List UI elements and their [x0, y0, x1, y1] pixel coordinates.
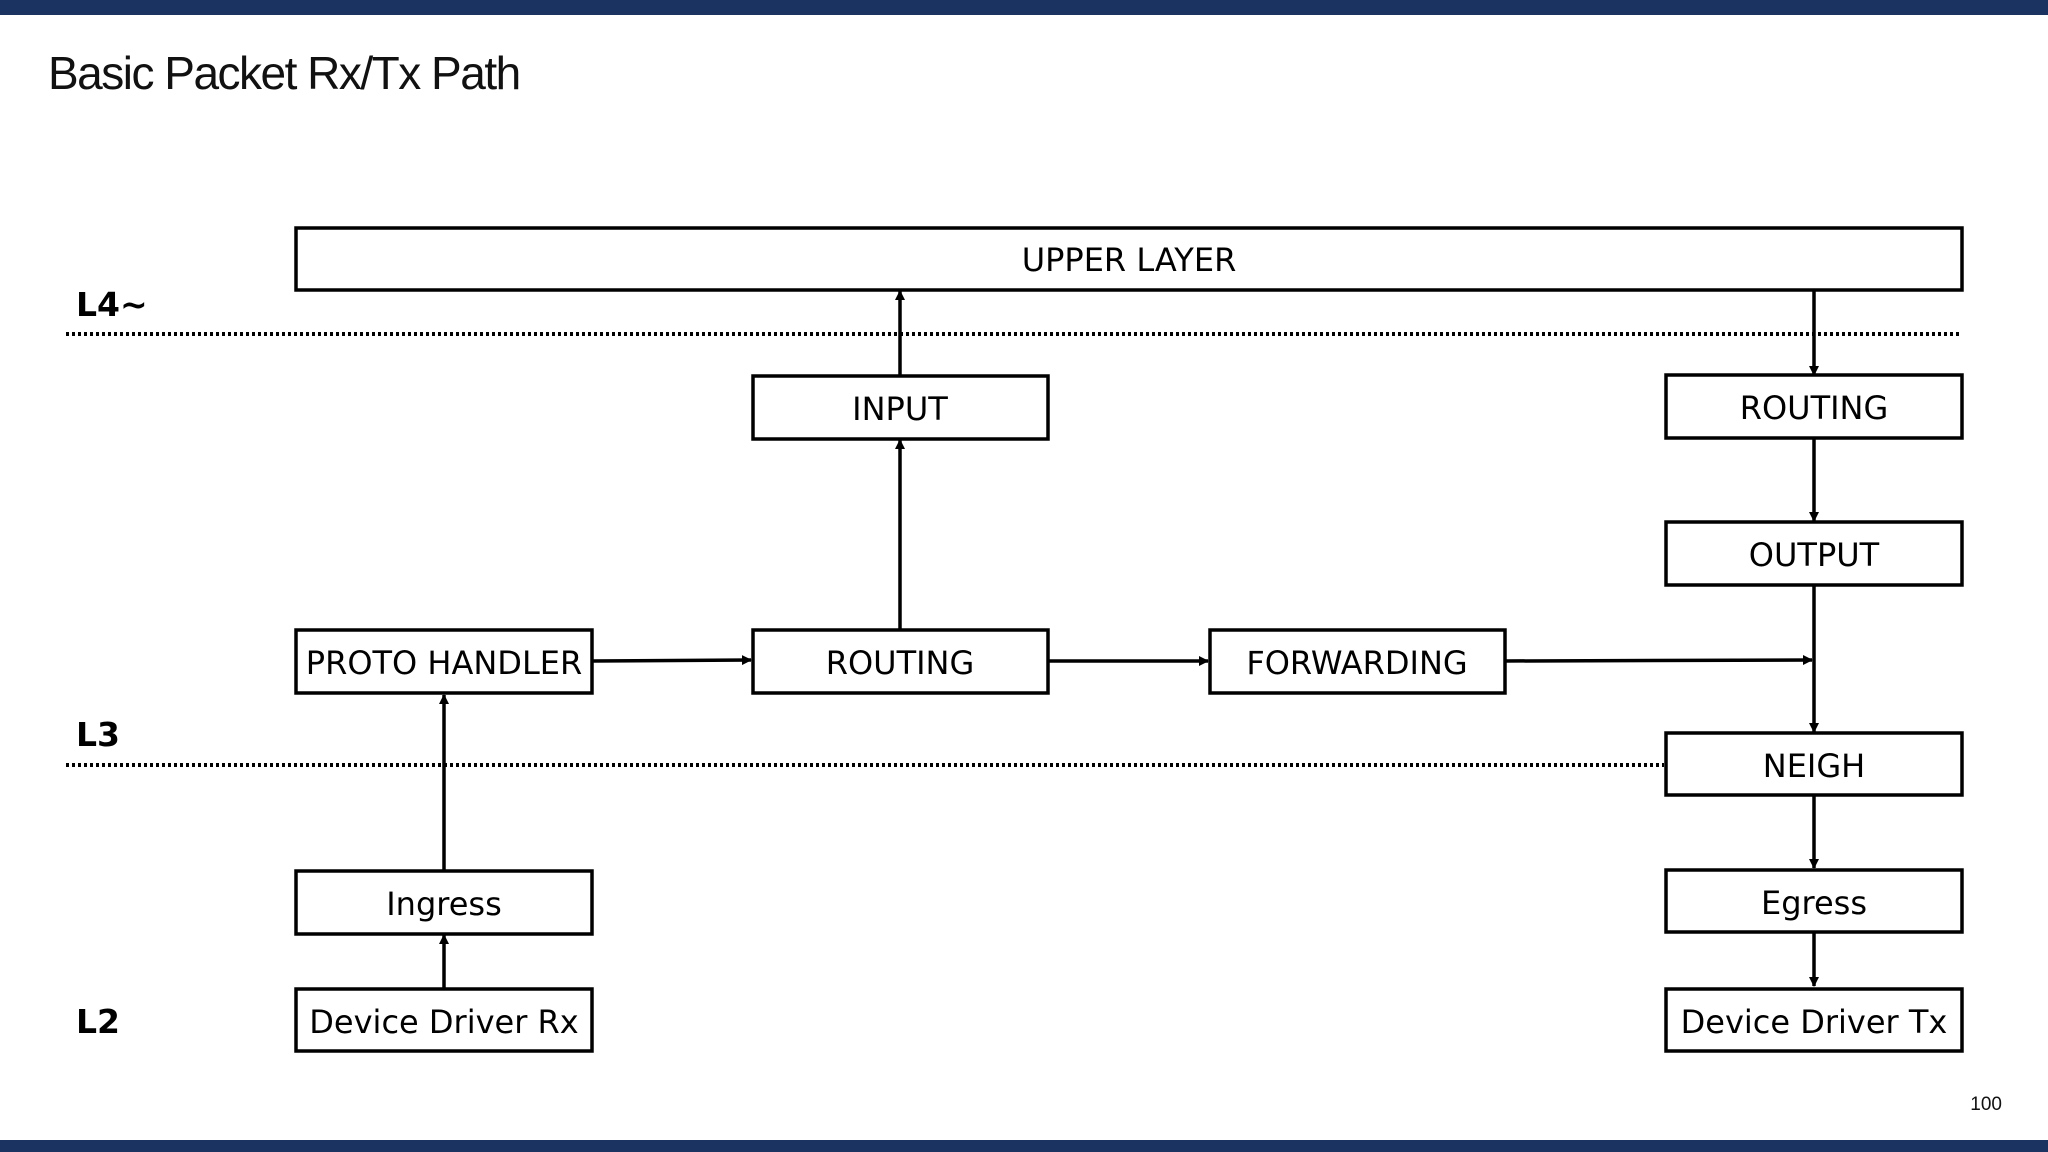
box-neigh: NEIGH [1664, 731, 1964, 797]
box-output-label: OUTPUT [1749, 536, 1880, 574]
arrow-proto-handler-to-routing [591, 655, 752, 666]
arrow-forwarding-to-neigh-path [1504, 655, 1813, 666]
box-routing-tx: ROUTING [1664, 373, 1964, 440]
box-input-label: INPUT [852, 390, 948, 428]
box-input: INPUT [751, 374, 1050, 441]
box-egress-label: Egress [1761, 884, 1867, 922]
layer-label-l2: L2 [76, 1002, 120, 1041]
box-output: OUTPUT [1664, 520, 1964, 587]
box-forwarding-label: FORWARDING [1246, 644, 1467, 682]
slide-title: Basic Packet Rx/Tx Path [48, 47, 521, 99]
box-device-driver-tx: Device Driver Tx [1664, 987, 1964, 1053]
box-ingress: Ingress [294, 869, 594, 936]
box-neigh-label: NEIGH [1763, 747, 1865, 785]
layer-label-l3: L3 [76, 715, 120, 754]
box-forwarding: FORWARDING [1208, 628, 1507, 695]
box-device-driver-tx-label: Device Driver Tx [1681, 1003, 1948, 1041]
box-routing-rx: ROUTING [751, 628, 1050, 695]
bottom-accent-bar [0, 1140, 2048, 1152]
box-device-driver-rx: Device Driver Rx [294, 987, 594, 1053]
box-proto-handler-label: PROTO HANDLER [306, 644, 582, 682]
box-egress: Egress [1664, 868, 1964, 934]
box-ingress-label: Ingress [386, 885, 502, 923]
box-device-driver-rx-label: Device Driver Rx [309, 1003, 578, 1041]
box-proto-handler: PROTO HANDLER [294, 628, 594, 695]
layer-label-l4: L4~ [76, 285, 148, 324]
box-upper-layer: UPPER LAYER [294, 226, 1964, 292]
box-routing-rx-label: ROUTING [826, 644, 975, 682]
page-number: 100 [1970, 1094, 2002, 1115]
top-accent-bar [0, 0, 2048, 15]
box-upper-layer-label: UPPER LAYER [1022, 241, 1237, 279]
box-routing-tx-label: ROUTING [1740, 389, 1889, 427]
